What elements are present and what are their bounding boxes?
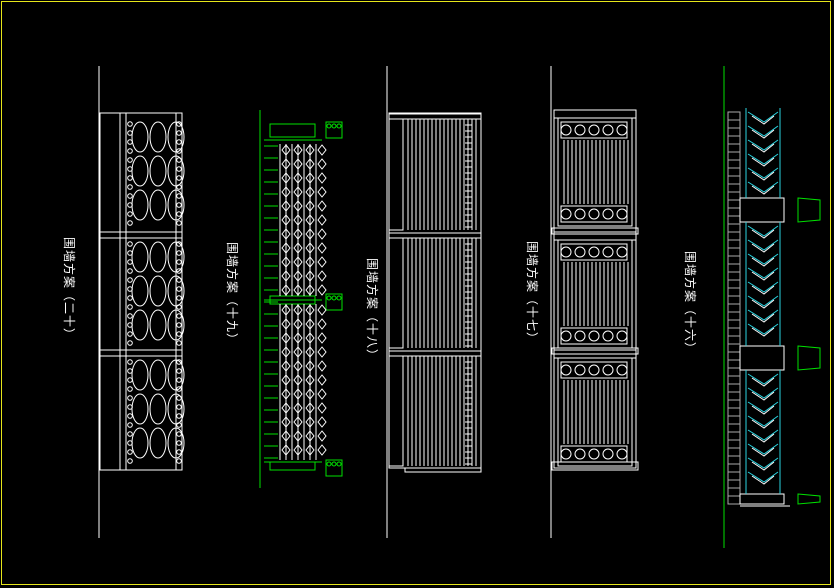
caption-scheme-19: 围墙方案（十九）	[225, 242, 239, 347]
fence-scheme-20-elevation	[98, 66, 185, 538]
fence-scheme-17-elevation	[550, 66, 639, 538]
fence-scheme-16-elevation	[723, 66, 821, 548]
caption-scheme-18: 围墙方案（十八）	[365, 258, 379, 363]
fence-scheme-19-elevation	[259, 110, 343, 488]
caption-scheme-17: 围墙方案（十七）	[525, 241, 539, 346]
caption-scheme-16: 围墙方案（十六）	[683, 251, 697, 356]
fence-scheme-18-elevation	[386, 66, 482, 538]
caption-scheme-20: 围墙方案（二十）	[62, 237, 76, 342]
